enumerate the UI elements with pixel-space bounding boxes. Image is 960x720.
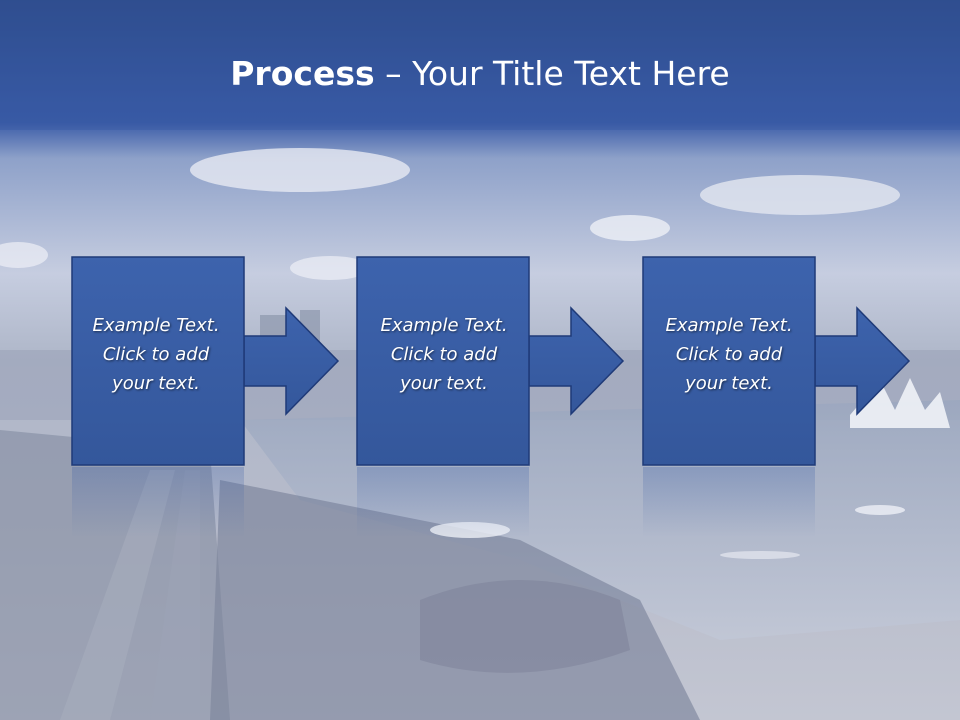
step-3[interactable] (642, 256, 911, 537)
step-3-line1: Example Text. (665, 315, 793, 336)
title-bold: Process (230, 54, 375, 93)
step-2-line1: Example Text. (380, 315, 508, 336)
step-3-reflection (643, 467, 815, 537)
step-1[interactable] (71, 256, 340, 537)
step-1-line2: Click to add (102, 344, 210, 365)
step-2-line3: your text. (400, 373, 488, 394)
step-1-reflection (72, 467, 244, 537)
step-3-text[interactable]: Example Text. Click to add your text. (644, 311, 814, 398)
step-3-line2: Click to add (675, 344, 783, 365)
step-1-arrow (243, 306, 340, 416)
step-3-arrow (814, 306, 911, 416)
step-2-box (356, 256, 530, 466)
title-rest: – Your Title Text Here (374, 54, 730, 93)
step-2-reflection (357, 467, 529, 537)
step-1-line1: Example Text. (92, 315, 220, 336)
step-3-line3: your text. (685, 373, 773, 394)
step-2[interactable] (356, 256, 625, 537)
slide-title[interactable]: Process – Your Title Text Here (0, 52, 960, 96)
step-2-text[interactable]: Example Text. Click to add your text. (359, 311, 529, 398)
step-2-arrow (528, 306, 625, 416)
step-1-box (71, 256, 245, 466)
step-2-line2: Click to add (390, 344, 498, 365)
step-3-box (642, 256, 816, 466)
step-1-line3: your text. (112, 373, 200, 394)
step-1-text[interactable]: Example Text. Click to add your text. (71, 311, 241, 398)
